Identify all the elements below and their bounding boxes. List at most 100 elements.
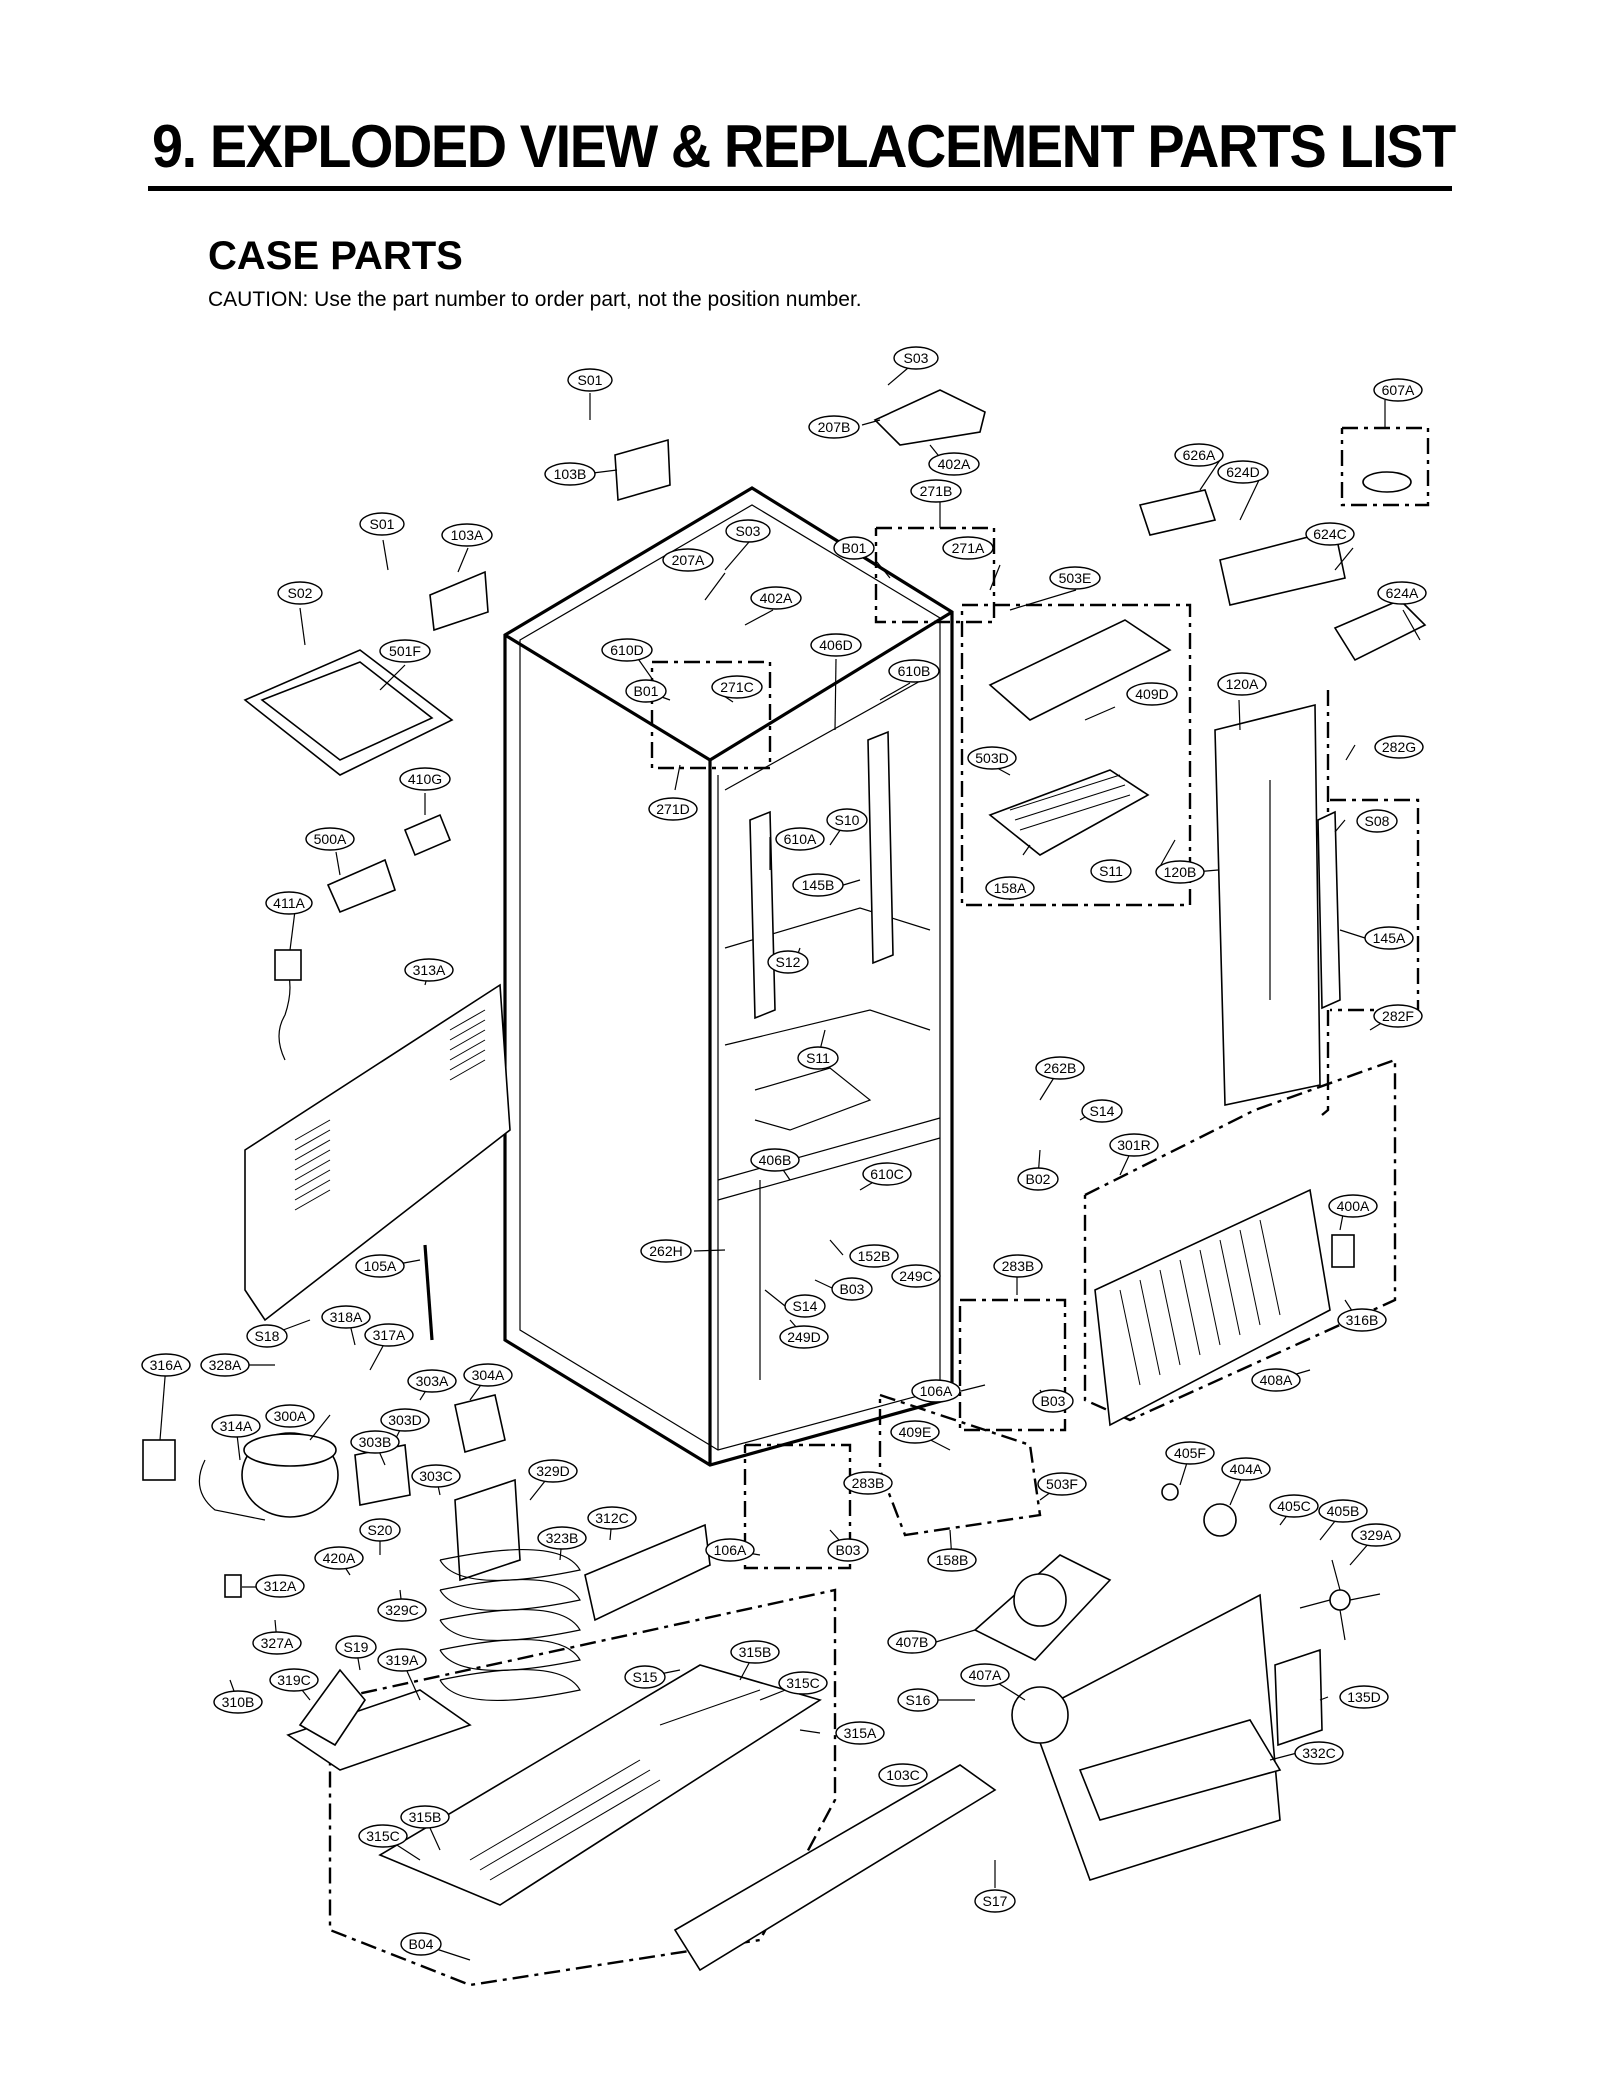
callout-text: 420A (323, 1550, 356, 1566)
callout-text: 315A (844, 1725, 877, 1741)
callout-label-405c: 405C (1269, 1494, 1319, 1518)
callout-label-313a: 313A (404, 958, 454, 982)
callout-text: 313A (413, 962, 446, 978)
callout-label-303b: 303B (350, 1430, 400, 1454)
callout-label-503f: 503F (1037, 1472, 1087, 1496)
callout-text: 327A (261, 1635, 294, 1651)
callout-text: 145A (1373, 930, 1406, 946)
callout-label-610a: 610A (775, 827, 825, 851)
callout-text: 207A (672, 552, 705, 568)
callout-text: 271D (656, 801, 689, 817)
callout-label-501f: 501F (379, 639, 431, 663)
callout-text: 503D (975, 750, 1008, 766)
callout-label-283b-right: 283B (993, 1254, 1043, 1278)
callout-text: 106A (714, 1542, 747, 1558)
callout-label-s16: S16 (897, 1688, 939, 1712)
callout-text: S14 (1090, 1103, 1115, 1119)
callout-label-411a: 411A (265, 891, 313, 915)
callout-label-b01-top: B01 (833, 536, 875, 560)
callout-text: 315C (366, 1828, 399, 1844)
callout-text: 249C (899, 1268, 932, 1284)
callout-text: 329D (536, 1463, 569, 1479)
callout-label-610c: 610C (862, 1162, 912, 1186)
callout-text: 152B (858, 1248, 891, 1264)
callout-label-312a: 312A (255, 1574, 305, 1598)
callout-text: 103C (886, 1767, 919, 1783)
callout-text: 610C (870, 1166, 903, 1182)
callout-label-s19: S19 (335, 1635, 377, 1659)
callout-text: 271A (952, 540, 985, 556)
callout-label-407b: 407B (887, 1630, 937, 1654)
callout-text: 626A (1183, 447, 1216, 463)
callout-label-s11-right: S11 (1090, 859, 1132, 883)
callout-label-408a: 408A (1251, 1368, 1301, 1392)
callout-text: B01 (634, 683, 659, 699)
callout-text: 503E (1059, 570, 1092, 586)
callout-text: 105A (364, 1258, 397, 1274)
callout-text: 409D (1135, 686, 1168, 702)
callout-text: 301R (1117, 1137, 1150, 1153)
callout-label-135d: 135D (1339, 1685, 1389, 1709)
callout-label-271b: 271B (910, 479, 962, 503)
callout-text: 315B (739, 1644, 772, 1660)
callout-label-312c: 312C (587, 1506, 637, 1530)
callout-text: 310B (222, 1694, 255, 1710)
callout-text: 271C (720, 679, 753, 695)
callout-label-329d: 329D (528, 1459, 578, 1483)
callout-text: S12 (776, 954, 801, 970)
callout-label-s18: S18 (246, 1324, 288, 1348)
callout-label-328a: 328A (200, 1353, 250, 1377)
callout-text: 282F (1382, 1008, 1414, 1024)
callout-label-406d: 406D (810, 633, 862, 657)
callout-text: 610B (898, 663, 931, 679)
callout-label-315b-bottom: 315B (400, 1805, 450, 1829)
callout-text: 315B (409, 1809, 442, 1825)
callout-label-409e: 409E (890, 1420, 940, 1444)
callout-label-315b-top: 315B (730, 1640, 780, 1664)
callout-text: 624A (1386, 585, 1419, 601)
callout-label-158b: 158B (927, 1548, 977, 1572)
callout-text: 405B (1327, 1503, 1360, 1519)
callout-label-402a-top: 402A (928, 452, 980, 476)
callout-label-s12: S12 (767, 950, 809, 974)
callout-text: 316A (150, 1357, 183, 1373)
callout-text: S11 (806, 1050, 830, 1066)
callout-label-271c: 271C (711, 675, 763, 699)
callout-text: 406D (819, 637, 852, 653)
callout-label-317a: 317A (364, 1323, 414, 1347)
callout-label-624c: 624C (1305, 522, 1355, 546)
callout-label-304a: 304A (463, 1363, 513, 1387)
callout-label-301r: 301R (1109, 1133, 1159, 1157)
callout-text: 319A (386, 1652, 419, 1668)
callout-label-207b: 207B (808, 415, 860, 439)
callout-text: 319C (277, 1672, 310, 1688)
callout-text: 315C (786, 1675, 819, 1691)
callout-label-b03-bottom: B03 (827, 1538, 869, 1562)
callout-text: 409E (899, 1424, 932, 1440)
callout-label-624a: 624A (1377, 581, 1427, 605)
callout-text: S16 (906, 1692, 931, 1708)
page-title: 9. EXPLODED VIEW & REPLACEMENT PARTS LIS… (152, 113, 1456, 180)
callout-text: 303C (419, 1468, 452, 1484)
callout-label-145a: 145A (1364, 926, 1414, 950)
callout-label-105a: 105A (355, 1254, 405, 1278)
callout-label-607a: 607A (1373, 378, 1423, 402)
callout-text: 328A (209, 1357, 242, 1373)
callout-label-103c: 103C (878, 1763, 928, 1787)
callout-label-314a: 314A (211, 1414, 261, 1438)
callout-text: S18 (255, 1328, 280, 1344)
callout-text: S14 (793, 1298, 818, 1314)
callout-text: S01 (578, 372, 603, 388)
callout-text: B01 (842, 540, 867, 556)
caution-note: CAUTION: Use the part number to order pa… (208, 288, 862, 311)
callout-text: 103A (451, 527, 484, 543)
callout-label-s01-top: S01 (567, 368, 613, 392)
callout-label-327a: 327A (252, 1631, 302, 1655)
callout-label-b03-right: B03 (1032, 1389, 1074, 1413)
callout-label-s03-mid: S03 (725, 519, 771, 543)
callout-label-319a: 319A (377, 1648, 427, 1672)
callout-label-120b: 120B (1155, 860, 1205, 884)
callout-text: S17 (983, 1893, 1008, 1909)
callout-label-329c: 329C (377, 1598, 427, 1622)
callout-text: 410G (408, 771, 442, 787)
